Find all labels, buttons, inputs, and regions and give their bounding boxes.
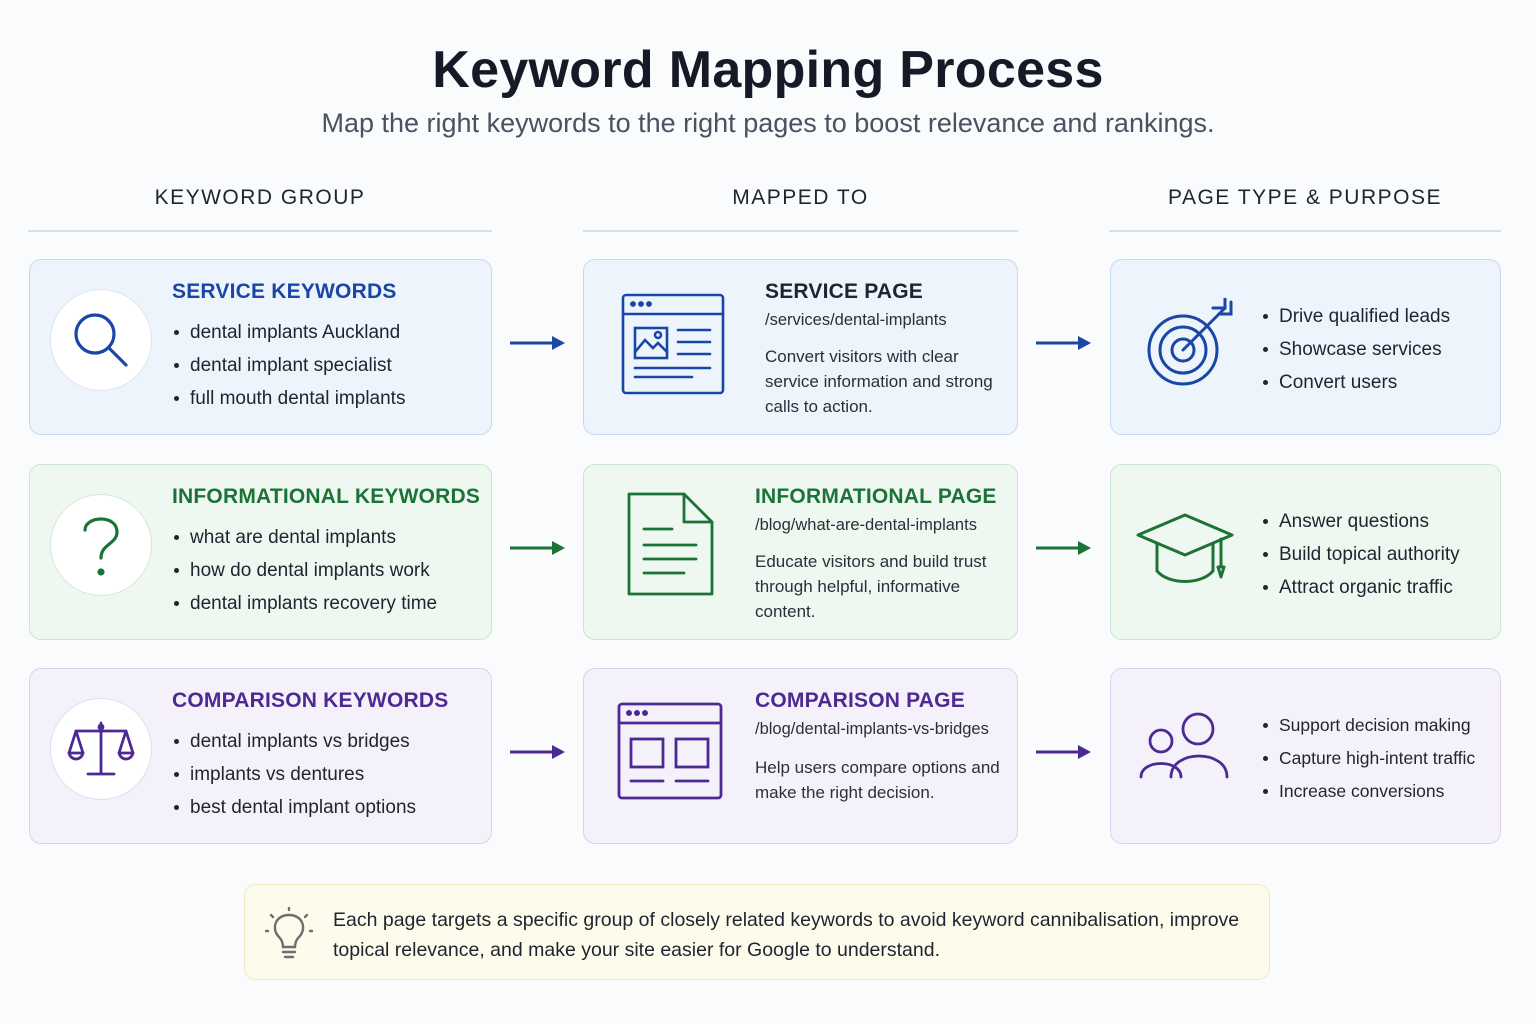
keyword-group-title: INFORMATIONAL KEYWORDS (172, 485, 481, 508)
purpose-item: Support decision making (1261, 709, 1475, 742)
lightbulb-icon (265, 907, 313, 959)
mapped-page-url: /blog/what-are-dental-implants (755, 516, 977, 534)
mapped-page-title: SERVICE PAGE (765, 280, 924, 303)
page-purpose-card: Drive qualified leads Showcase services … (1110, 259, 1501, 435)
keyword-item: best dental implant options (172, 791, 416, 824)
purpose-list: Answer questions Build topical authority… (1261, 505, 1460, 604)
arrow-right-icon (1036, 336, 1091, 350)
mapped-page-description: Help users compare options and make the … (755, 758, 1000, 802)
arrow-right-icon (510, 745, 565, 759)
keyword-list: dental implants vs bridges implants vs d… (172, 725, 416, 824)
purpose-item: Build topical authority (1261, 538, 1460, 571)
purpose-item: Answer questions (1261, 505, 1460, 538)
page-purpose-card: Answer questions Build topical authority… (1110, 464, 1501, 640)
arrow-right-icon (1036, 745, 1091, 759)
mapped-page-description: Educate visitors and build trust through… (755, 552, 987, 621)
column-header-keyword-group: KEYWORD GROUP (28, 186, 492, 232)
tip-text: Each page targets a specific group of cl… (333, 909, 1240, 961)
keyword-item: dental implants vs bridges (172, 725, 416, 758)
keyword-item: dental implants recovery time (172, 587, 437, 620)
mapped-page-url: /services/dental-implants (765, 311, 947, 329)
keyword-group-card: INFORMATIONAL KEYWORDS what are dental i… (29, 464, 492, 640)
webpage-icon (621, 293, 725, 395)
keyword-item: dental implant specialist (172, 349, 405, 382)
purpose-item: Drive qualified leads (1261, 300, 1450, 333)
mapped-page-description: Convert visitors with clear service info… (765, 347, 993, 416)
keyword-group-card: COMPARISON KEYWORDS dental implants vs b… (29, 668, 492, 844)
purpose-list: Drive qualified leads Showcase services … (1261, 300, 1450, 399)
mapped-page-card: COMPARISON PAGE /blog/dental-implants-vs… (583, 668, 1018, 844)
mapped-page-title: COMPARISON PAGE (755, 689, 965, 712)
arrow-right-icon (510, 541, 565, 555)
page-title: Keyword Mapping Process (432, 41, 1104, 99)
keyword-list: dental implants Auckland dental implant … (172, 316, 405, 415)
keyword-item: dental implants Auckland (172, 316, 405, 349)
purpose-item: Showcase services (1261, 333, 1450, 366)
page-subtitle: Map the right keywords to the right page… (321, 108, 1215, 138)
mapped-page-title: INFORMATIONAL PAGE (755, 485, 997, 508)
mapped-page-url: /blog/dental-implants-vs-bridges (755, 720, 989, 738)
purpose-item: Attract organic traffic (1261, 571, 1460, 604)
mapped-page-card: SERVICE PAGE /services/dental-implants C… (583, 259, 1018, 435)
tip-callout: Each page targets a specific group of cl… (244, 884, 1270, 980)
purpose-item: Convert users (1261, 366, 1450, 399)
document-icon (627, 492, 714, 596)
page-purpose-card: Support decision making Capture high-int… (1110, 668, 1501, 844)
keyword-group-title: SERVICE KEYWORDS (172, 280, 397, 303)
question-mark-icon (50, 494, 152, 596)
mapped-page-card: INFORMATIONAL PAGE /blog/what-are-dental… (583, 464, 1018, 640)
graduation-cap-icon (1136, 513, 1234, 583)
comparison-window-icon (617, 702, 723, 800)
keyword-item: implants vs dentures (172, 758, 416, 791)
keyword-group-title: COMPARISON KEYWORDS (172, 689, 449, 712)
purpose-item: Increase conversions (1261, 775, 1475, 808)
keyword-item: full mouth dental implants (172, 382, 405, 415)
search-icon (50, 289, 152, 391)
purpose-list: Support decision making Capture high-int… (1261, 709, 1475, 808)
scales-icon (50, 698, 152, 800)
keyword-group-card: SERVICE KEYWORDS dental implants Aucklan… (29, 259, 492, 435)
column-header-page-type: PAGE TYPE & PURPOSE (1109, 186, 1501, 232)
column-header-mapped-to: MAPPED TO (583, 186, 1018, 232)
purpose-item: Capture high-intent traffic (1261, 742, 1475, 775)
keyword-item: how do dental implants work (172, 554, 437, 587)
keyword-list: what are dental implants how do dental i… (172, 521, 437, 620)
target-icon (1147, 298, 1233, 386)
keyword-item: what are dental implants (172, 521, 437, 554)
users-icon (1139, 712, 1229, 779)
arrow-right-icon (510, 336, 565, 350)
arrow-right-icon (1036, 541, 1091, 555)
